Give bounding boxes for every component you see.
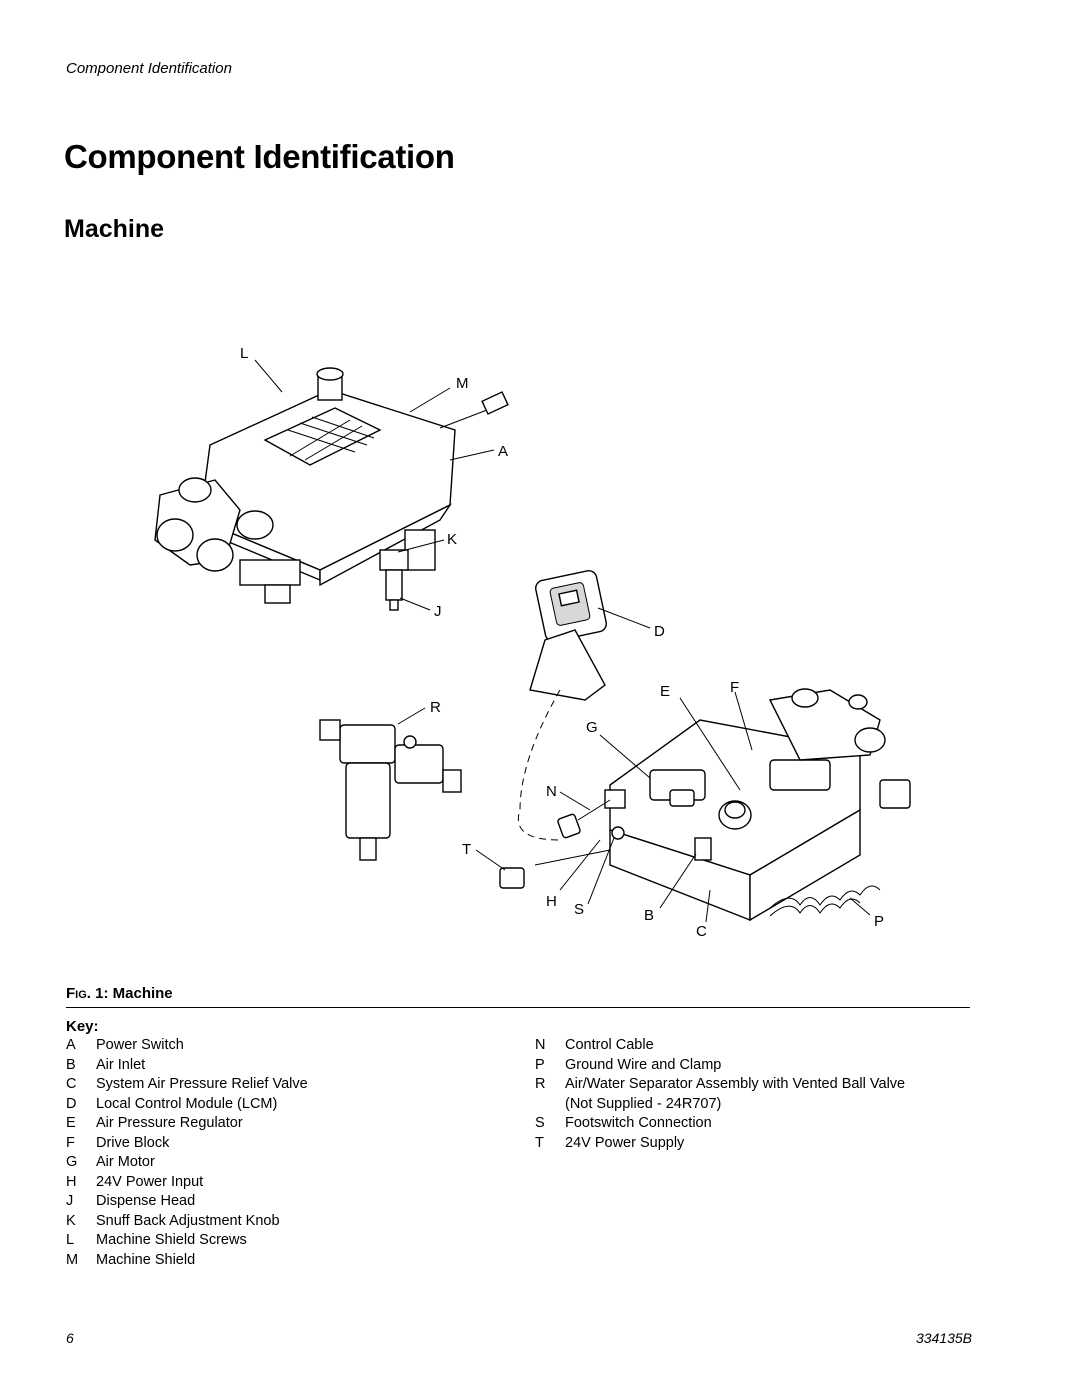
key-letter: L	[66, 1232, 75, 1248]
callout-P: P	[874, 913, 884, 930]
key-letter: B	[66, 1056, 76, 1073]
key-item: K Snuff Back Adjustment Knob	[66, 1212, 308, 1232]
key-letter: T	[535, 1134, 544, 1151]
callout-R: R	[430, 699, 441, 716]
separator-assembly	[319, 719, 462, 861]
key-description: Dispense Head	[96, 1193, 196, 1209]
callout-K: K	[447, 531, 457, 548]
key-item: J Dispense Head	[66, 1192, 308, 1212]
callout-N: N	[546, 783, 557, 800]
key-heading: Key:	[66, 1018, 99, 1035]
callout-T: T	[462, 841, 471, 858]
key-item: T 24V Power Supply	[535, 1134, 905, 1154]
key-item: H 24V Power Input	[66, 1173, 308, 1193]
key-letter: C	[66, 1076, 77, 1092]
callout-B: B	[644, 907, 654, 924]
key-item: N Control Cable	[535, 1036, 905, 1056]
key-item: P Ground Wire and Clamp	[535, 1056, 905, 1076]
machine-lower-assembly	[604, 688, 911, 922]
callout-D: D	[654, 623, 665, 640]
key-letter: E	[66, 1115, 76, 1131]
callout-C: C	[696, 923, 707, 940]
key-description: Machine Shield Screws	[96, 1232, 247, 1248]
key-description: System Air Pressure Relief Valve	[96, 1076, 308, 1092]
key-description: Local Control Module (LCM)	[96, 1095, 278, 1112]
callout-G: G	[586, 719, 598, 736]
key-item: B Air Inlet	[66, 1056, 308, 1076]
document-number: 334135B	[915, 1330, 972, 1346]
key-letter: S	[535, 1115, 545, 1131]
section-heading: Machine	[64, 215, 165, 243]
lcm-assembly	[529, 570, 607, 701]
callouts: L M A K J D E F R G N T H S B C P	[240, 345, 884, 940]
key-letter	[535, 1095, 565, 1115]
key-letter: G	[66, 1154, 78, 1170]
key-description: Machine Shield	[96, 1251, 196, 1268]
key-letter: P	[535, 1056, 545, 1073]
figure-caption: FIG. 1: Machine	[66, 985, 173, 1002]
power-supply-brick	[499, 867, 525, 889]
control-cable-dashed	[518, 689, 561, 841]
key-description: Ground Wire and Clamp	[565, 1056, 722, 1073]
callout-F: F	[730, 679, 739, 696]
key-item: L Machine Shield Screws	[66, 1231, 308, 1251]
callout-S: S	[574, 901, 584, 918]
key-letter: D	[66, 1095, 77, 1112]
key-item: S Footswitch Connection	[535, 1114, 905, 1134]
key-item: G Air Motor	[66, 1153, 308, 1173]
caption-rule	[66, 1007, 970, 1008]
key-description: Air Pressure Regulator	[96, 1115, 243, 1131]
key-letter: K	[66, 1212, 76, 1229]
key-item: C System Air Pressure Relief Valve	[66, 1075, 308, 1095]
machine-illustration: L M A K J D E F R G N T H S B C P	[154, 345, 911, 940]
callout-M: M	[456, 375, 469, 392]
key-item: M Machine Shield	[66, 1251, 308, 1271]
callout-J: J	[434, 603, 442, 620]
key-description: Snuff Back Adjustment Knob	[96, 1212, 280, 1229]
key-description: Control Cable	[565, 1037, 654, 1053]
key-letter: A	[66, 1037, 76, 1053]
callout-E: E	[660, 683, 670, 700]
key-description: Footswitch Connection	[565, 1115, 712, 1131]
key-description: 24V Power Input	[96, 1173, 204, 1190]
key-item: R Air/Water Separator Assembly with Vente…	[535, 1075, 905, 1095]
callout-L: L	[240, 345, 248, 362]
key-description: Drive Block	[96, 1134, 170, 1151]
key-description: Air Motor	[96, 1154, 155, 1170]
key-item: A Power Switch	[66, 1036, 308, 1056]
key-description: Power Switch	[96, 1037, 184, 1053]
key-letter: R	[535, 1076, 546, 1092]
key-item: D Local Control Module (LCM)	[66, 1095, 308, 1115]
page-title: Component Identification	[64, 138, 455, 175]
key-description: Air Inlet	[96, 1056, 146, 1073]
key-description: 24V Power Supply	[565, 1134, 685, 1151]
page-number: 6	[66, 1330, 74, 1346]
callout-A: A	[498, 443, 508, 460]
running-head: Component Identification	[66, 60, 232, 77]
key-letter: J	[66, 1193, 74, 1209]
key-item: F Drive Block	[66, 1134, 308, 1154]
callout-H: H	[546, 893, 557, 910]
key-letter: N	[535, 1037, 546, 1053]
key-description: (Not Supplied - 24R707)	[565, 1095, 722, 1112]
key-letter: M	[66, 1251, 79, 1268]
key-item: E Air Pressure Regulator	[66, 1114, 308, 1134]
machine-figure: L M A K J D E F R G N T H S B C P	[0, 330, 1080, 950]
key-letter: F	[66, 1134, 75, 1151]
key-letter: H	[66, 1173, 77, 1190]
key-item: (Not Supplied - 24R707)	[535, 1095, 905, 1115]
machine-upper-assembly	[154, 367, 509, 611]
key-description: Air/Water Separator Assembly with Vented…	[565, 1076, 906, 1092]
